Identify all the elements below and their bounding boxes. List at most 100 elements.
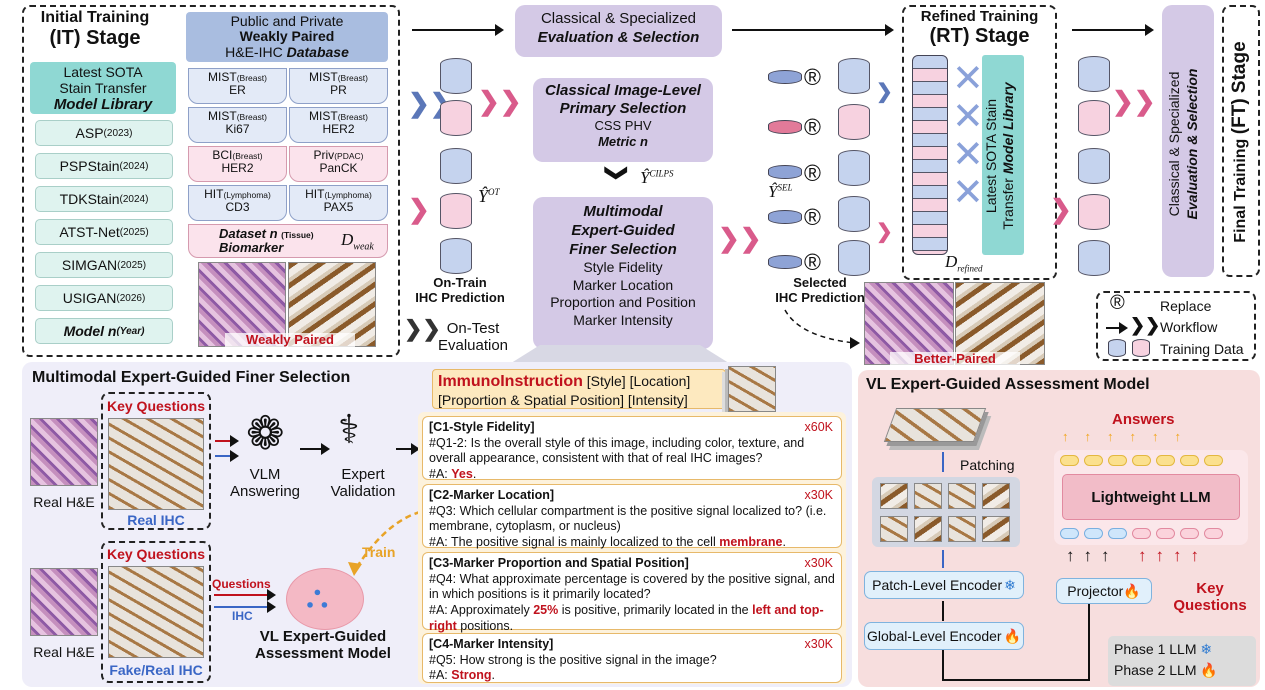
card-style-fidelity: [C1-Style Fidelity]x60K #Q1-2: Is the ov… xyxy=(422,416,842,483)
rt-title-1: Refined Training xyxy=(920,8,1039,25)
patch-image xyxy=(948,516,976,542)
weakly-paired-label: Weakly Paired xyxy=(225,332,355,348)
chevron-icon: ❯❯ xyxy=(478,86,522,116)
training-data-icon xyxy=(440,148,472,184)
model-name: SIMGAN xyxy=(61,257,118,273)
answer-pre: #A: The positive signal is mainly locali… xyxy=(429,534,720,549)
ihc-arrow xyxy=(214,601,276,613)
dataset-marker: HER2 xyxy=(221,160,254,175)
primary-line-2: Primary Selection xyxy=(559,100,687,117)
d-refined-d: D xyxy=(945,252,958,271)
phase-1-label: Phase 1 LLM xyxy=(1114,641,1197,657)
it-title: Initial Training(IT) Stage xyxy=(30,9,160,50)
model-name: ASP xyxy=(75,125,104,141)
ft-line-1: Final Training xyxy=(1232,138,1249,243)
output-token xyxy=(1084,455,1103,466)
legend-replace: Replace xyxy=(1160,298,1212,314)
model-year: (2024) xyxy=(119,193,149,205)
dataset-sub: (Lymphoma) xyxy=(223,190,271,200)
model-atst-net: ATST-Net(2025) xyxy=(35,219,173,245)
y-sel: ŶSEL xyxy=(768,182,792,202)
db-line-1: Public and Private xyxy=(230,13,344,29)
model-year: (2025) xyxy=(119,226,149,238)
rt-title: Refined Training(RT) Stage xyxy=(902,8,1057,48)
model-tdkstain: TDKStain(2024) xyxy=(35,186,173,212)
eval-selection-top: Classical & Specialized Evaluation & Sel… xyxy=(515,5,722,57)
model-name: ATST-Net xyxy=(59,224,120,240)
vl-model-ellipse xyxy=(286,568,364,630)
finer-line-1: Multimodal xyxy=(583,203,663,220)
dataset-hit-pax5: HIT(Lymphoma)PAX5 xyxy=(289,185,388,221)
on-test-label: On-Test Evaluation xyxy=(428,320,518,355)
primary-line-4: Metric n xyxy=(598,133,648,149)
model-year: (2026) xyxy=(116,292,146,304)
dataset-sub: (PDAC) xyxy=(334,151,364,161)
chevron-icon: ❯ xyxy=(876,81,893,103)
network-icon: ⛬ xyxy=(306,578,329,614)
answer-post: . xyxy=(472,466,477,481)
y-sel-sup: SEL xyxy=(777,182,793,193)
rt-stage-box xyxy=(902,5,1057,280)
dataset-sub: (Breast) xyxy=(337,73,368,83)
y-cilps-symbol: Ŷ xyxy=(640,168,650,187)
better-ihc-image xyxy=(955,282,1045,365)
dataset-name: HIT xyxy=(204,187,224,201)
chevron-icon: ❯❯ xyxy=(718,223,762,253)
dataset-name: MIST xyxy=(208,70,237,84)
input-token xyxy=(1108,528,1127,539)
dashed-curve-arrow xyxy=(784,309,860,349)
model-year: (2024) xyxy=(119,160,149,172)
up-arrows-black: ↑↑↑ xyxy=(1066,546,1119,565)
real-ihc-label: Real IHC xyxy=(127,512,185,528)
dataset-mist-er: MIST(Breast)ER xyxy=(188,68,287,104)
projector: Projector🔥 xyxy=(1056,578,1152,604)
training-data-icon xyxy=(440,193,472,229)
dataset-marker: Ki67 xyxy=(225,121,250,136)
expert-line-2: Validation xyxy=(330,483,396,501)
questions-label: Questions xyxy=(212,577,271,591)
primary-line-3: CSS PHV xyxy=(594,118,652,133)
immuno-tags-1: [Style] [Location] xyxy=(582,373,691,389)
chevron-icon: ❯❯ xyxy=(1112,86,1156,116)
eval-top-line-1: Classical & Specialized xyxy=(540,10,697,27)
vl-model-label: VL Expert-Guided Assessment Model xyxy=(238,628,408,663)
eval-right-1: Classical & Specialized xyxy=(1166,71,1182,217)
dataset-marker: CD3 xyxy=(225,199,250,214)
patch-image xyxy=(982,516,1010,542)
phase-2-label: Phase 2 LLM xyxy=(1114,662,1197,678)
key-q-right-label: Key Questions xyxy=(1173,580,1247,615)
card-count: x30K xyxy=(804,637,834,651)
legend-arrow-icon xyxy=(1106,322,1128,334)
d-weak-label: Dweak xyxy=(341,231,374,253)
rt-title-2: (RT) Stage xyxy=(929,25,1030,48)
training-data-icon xyxy=(1078,148,1110,184)
card-answer: #A: Yes. xyxy=(429,467,835,483)
dataset-marker: PR xyxy=(330,82,347,97)
chevron-down-icon: ❯ xyxy=(605,163,631,183)
finer-selection-box: Multimodal Expert-Guided Finer Selection… xyxy=(533,197,713,349)
input-token xyxy=(1156,528,1175,539)
vl-model-line-2: Assessment Model xyxy=(255,645,391,663)
legend-chevron-icon: ❯❯ xyxy=(1130,315,1161,335)
fire-icon: 🔥 xyxy=(1123,582,1141,599)
database-header: Public and Private Weakly Paired H&E-IHC… xyxy=(186,12,388,62)
input-token xyxy=(1060,528,1079,539)
vlm-line-1: VLM xyxy=(249,466,281,483)
y-cilps: ŶCILPS xyxy=(640,168,673,188)
answer-pre: #A: xyxy=(429,668,452,683)
dataset-sub: (Lymphoma) xyxy=(324,190,372,200)
vlm-to-expert-arrow xyxy=(300,443,330,455)
global-encoder-label: Global-Level Encoder xyxy=(866,628,1002,644)
dataset-bci-her2: BCI(Breast)HER2 xyxy=(188,146,287,182)
train-dashed-arrow xyxy=(348,508,431,576)
fire-icon: 🔥 xyxy=(1003,627,1022,644)
training-data-icon xyxy=(1078,240,1110,276)
llm-label: Lightweight LLM xyxy=(1091,488,1211,506)
answer-highlight-2: left and top-right xyxy=(429,602,824,633)
answer-mid: is positive, primarily located in the xyxy=(558,602,753,617)
chevron-icon: ❯ xyxy=(408,194,430,224)
selected-pred-icon xyxy=(768,70,802,84)
it-stage-box xyxy=(22,5,400,357)
training-data-icon xyxy=(1078,194,1110,230)
